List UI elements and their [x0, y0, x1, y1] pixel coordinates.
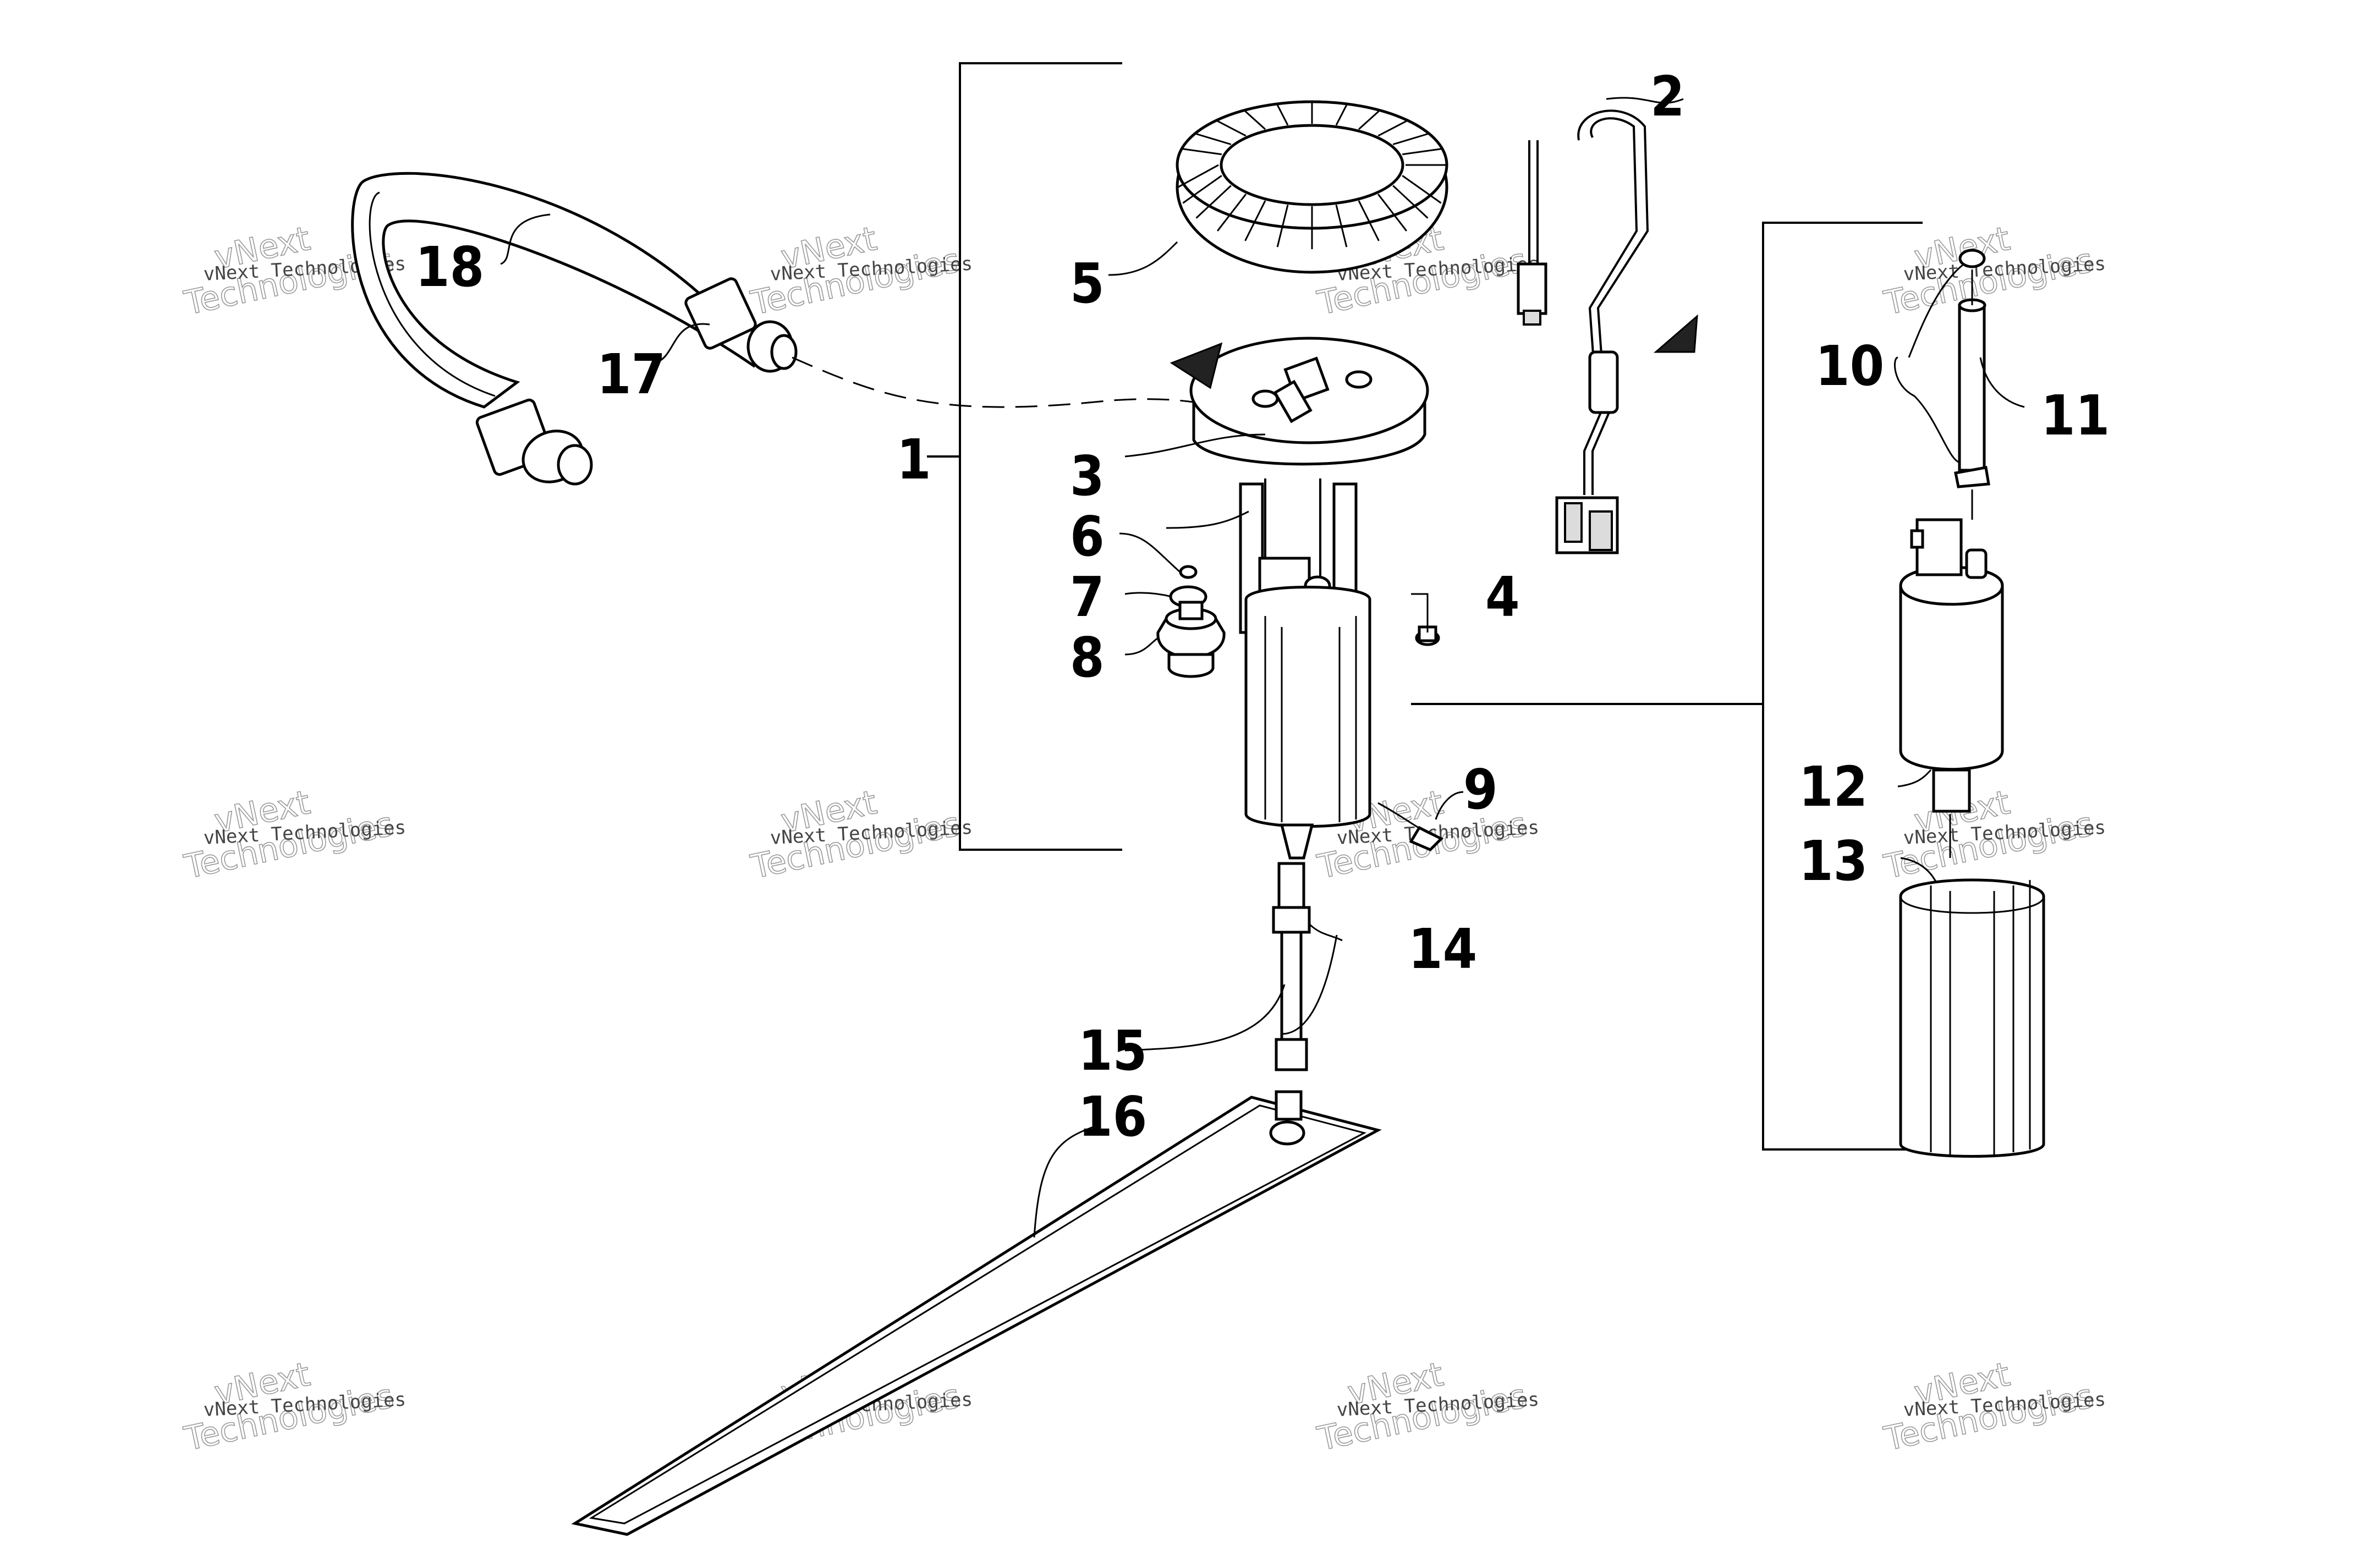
- callout-7: 7: [1070, 565, 1105, 629]
- lock-ring-rib: [1335, 205, 1348, 247]
- pressure-regulator-part-8: [1156, 601, 1226, 678]
- lock-ring-part-5: [1176, 100, 1448, 274]
- fitting-part-14: [1272, 906, 1311, 1071]
- callout-8: 8: [1070, 625, 1105, 690]
- callout-16: 16: [1078, 1085, 1147, 1149]
- callout-1: 1: [897, 427, 931, 492]
- callout-13: 13: [1799, 829, 1868, 893]
- leader-lines: [500, 97, 2025, 1238]
- hose-fitting-left-part-17: [475, 398, 593, 486]
- lock-ring-rib: [1195, 185, 1232, 219]
- callout-18: 18: [415, 235, 484, 299]
- callout-4: 4: [1485, 565, 1520, 629]
- callout-12: 12: [1799, 755, 1868, 819]
- lock-ring-rib: [1276, 104, 1289, 126]
- callout-5: 5: [1070, 251, 1105, 316]
- callout-11: 11: [2041, 383, 2110, 448]
- lock-ring-rib: [1402, 148, 1441, 156]
- callout-17: 17: [597, 342, 666, 406]
- arrow-marker-right: [1653, 314, 1698, 353]
- callout-2: 2: [1650, 64, 1685, 129]
- lock-ring-rib: [1244, 111, 1266, 130]
- lock-ring-rib: [1392, 133, 1428, 145]
- lock-ring-rib: [1276, 205, 1289, 247]
- callout-15: 15: [1078, 1019, 1147, 1083]
- subassembly-centerline: [1949, 269, 1973, 858]
- lock-ring-rib: [1244, 200, 1266, 241]
- lock-ring-rib: [1183, 148, 1222, 156]
- reservoir-cup-part-13: [1899, 878, 2045, 1158]
- lock-ring-rib: [1358, 200, 1380, 241]
- clamp-top-part-10: [1958, 249, 1986, 268]
- callout-10: 10: [1815, 334, 1884, 398]
- fuel-pump-part-12: [1899, 518, 2004, 813]
- lock-ring-rib: [1335, 104, 1348, 126]
- arrow-marker-left: [1170, 342, 1223, 389]
- callout-9: 9: [1463, 757, 1498, 822]
- callout-labels: 1 2 3 4 5 6 7 8 9 10 11 12 13 14 15 16 1…: [415, 64, 2110, 1149]
- hose-short-part-11: [1958, 298, 1986, 472]
- subassembly-bracket: [1411, 222, 1923, 1151]
- lock-ring-rib: [1358, 111, 1380, 130]
- pickup-tube-part-15: [1277, 862, 1305, 1041]
- lock-ring-rib: [1178, 164, 1219, 188]
- hose-fitting-right-part-17: [684, 277, 798, 373]
- callout-14: 14: [1408, 917, 1477, 981]
- lock-ring-rib: [1182, 175, 1222, 204]
- in-tank-filter-part-16: [571, 1090, 1382, 1536]
- lock-ring-rib: [1377, 194, 1408, 232]
- lock-ring-rib: [1217, 120, 1247, 137]
- clamp-bottom-part-10: [1954, 466, 1990, 488]
- lock-ring-rib: [1402, 175, 1442, 204]
- wire-harness-part-2: [1517, 109, 1649, 554]
- fuel-hose-part-18: [351, 172, 1282, 486]
- lock-ring-rib: [1392, 185, 1429, 219]
- assembly-bracket-1: [927, 62, 1122, 851]
- lock-ring-rib: [1196, 133, 1232, 145]
- callout-6: 6: [1070, 504, 1105, 569]
- lock-ring-rib: [1216, 194, 1247, 232]
- callout-3: 3: [1070, 444, 1105, 508]
- o-ring-small-part-6: [1179, 565, 1198, 579]
- lock-ring-rib: [1377, 120, 1407, 137]
- pump-module-part-3: [1189, 337, 1429, 860]
